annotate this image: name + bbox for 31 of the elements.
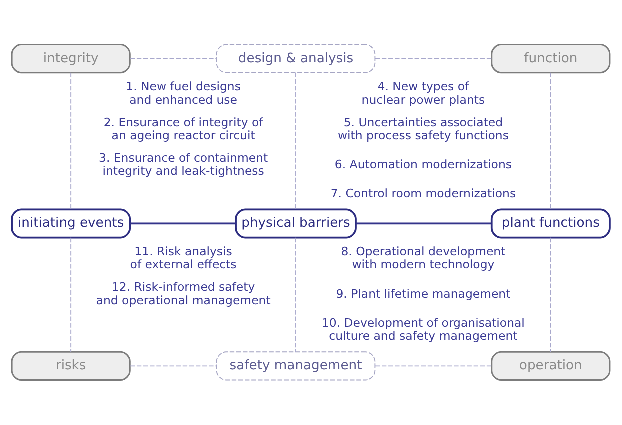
label: 2. Ensurance of integrity of an ageing reactor circuit <box>104 115 264 142</box>
connector <box>374 366 492 367</box>
node-box: design & analysis <box>216 44 376 74</box>
node-box: operation <box>491 351 611 381</box>
label: 8. Operational development with modern technology <box>341 244 506 272</box>
connector <box>356 222 492 225</box>
connector <box>550 72 552 210</box>
connector <box>374 58 492 60</box>
node-box: plant functions <box>490 208 611 239</box>
label: 10. Development of organisational culture and safety management <box>322 316 525 343</box>
connector <box>130 222 236 225</box>
label: 7. Control room modernizations <box>330 186 516 201</box>
label: 1. New fuel designs and enhanced use <box>126 80 241 107</box>
label: 9. Plant lifetime management <box>336 286 511 301</box>
node-box: safety management <box>216 352 376 381</box>
label: 6. Automation modernizations <box>334 157 512 172</box>
node-box: integrity <box>11 44 131 74</box>
node-box: initiating events <box>11 208 132 239</box>
node-box: function <box>491 44 611 74</box>
label: 3. Ensurance of containment integrity and leak-tightness <box>99 150 268 178</box>
node-box: risks <box>11 351 131 381</box>
label: 12. Risk-informed safety and operational management <box>96 280 271 308</box>
label: 11. Risk analysis of external effects <box>130 244 237 272</box>
connector <box>130 58 218 60</box>
label: 4. New types of nuclear power plants <box>362 80 486 107</box>
connector <box>70 72 72 210</box>
label: 5. Uncertainties associated with process safety functions <box>338 115 509 142</box>
connector <box>550 237 552 353</box>
node-box: physical barriers <box>235 208 357 239</box>
connector <box>130 366 218 367</box>
connector <box>70 237 72 353</box>
